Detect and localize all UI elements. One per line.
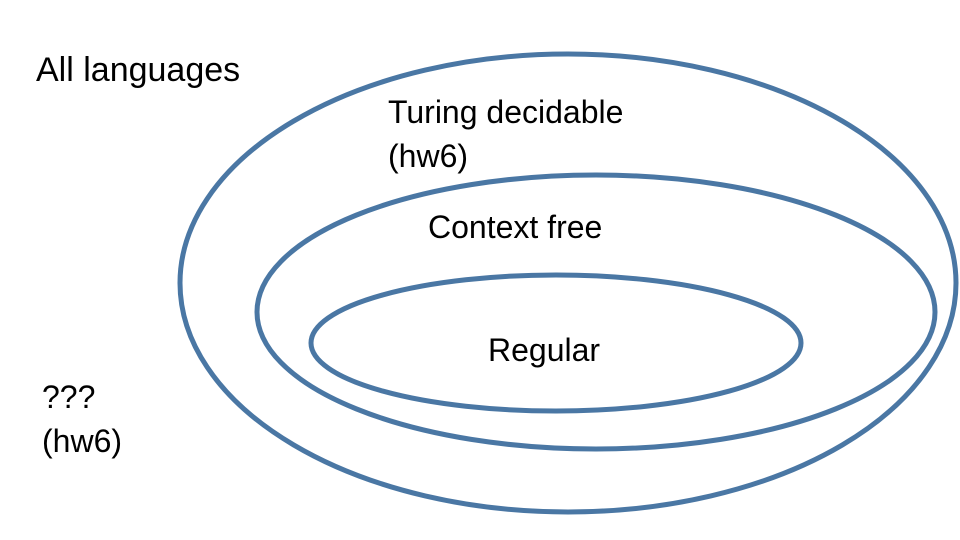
turing-decidable-label-text: Turing decidable [388,94,624,130]
turing-decidable-label: Turing decidable (hw6) [388,90,623,178]
all-languages-label: All languages [36,51,241,89]
turing-decidable-ellipse [177,51,959,515]
mystery-label-text: ??? [42,379,96,415]
turing-decidable-label-note: (hw6) [388,138,469,174]
context-free-ellipse [254,172,938,452]
mystery-label: ??? (hw6) [42,375,122,463]
mystery-label-note: (hw6) [42,423,123,459]
regular-label: Regular [488,332,601,368]
regular-ellipse [308,272,804,414]
context-free-label: Context free [428,209,603,245]
